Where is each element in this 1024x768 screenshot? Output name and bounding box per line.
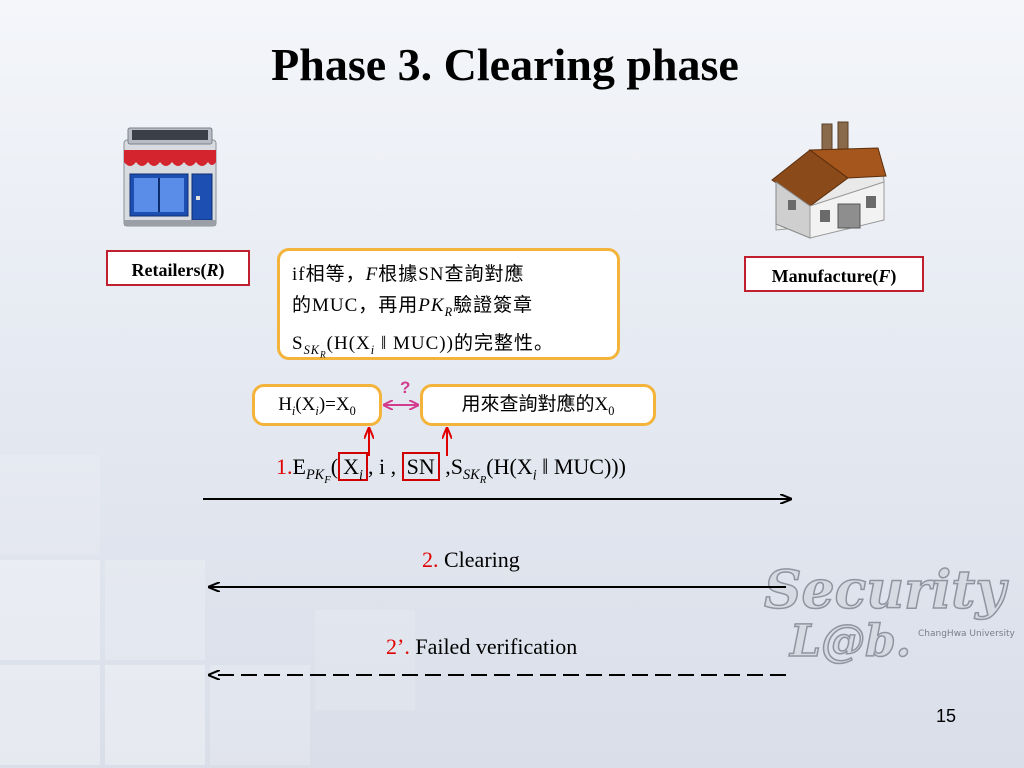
message-3: 2’. Failed verification [386,634,577,660]
note-line-2: 的MUC，再用PKR驗證簽章 [292,295,534,319]
page-title: Phase 3. Clearing phase [271,39,739,90]
message-3-number: 2’. [386,634,410,659]
retailer-label: Retailers(R) [106,250,250,286]
message-2-text: Clearing [444,547,520,572]
logo-subtext: ChangHwa University [918,629,1015,639]
message-1-number: 1. [276,454,293,479]
question-mark: ? [400,378,411,397]
logo-text-2: L@b. [788,616,911,666]
hash-box: Hi(Xi)=X0 [252,384,382,426]
verification-note: if相等，F根據SN查詢對應 的MUC，再用PKR驗證簽章 SSKR(H(Xi … [277,248,620,360]
note-line-3: SSKR(H(Xi ‖ MUC))的完整性。 [292,332,554,361]
page-number: 15 [936,706,957,726]
xi-highlight: Xi [338,452,368,483]
security-lab-logo: Security L@b. ChangHwa University [760,556,1024,671]
factory-icon [766,120,890,249]
message-3-text: Failed verification [415,634,578,659]
lookup-box: 用來查詢對應的X0 [420,384,656,426]
note-line-1: if相等，F根據SN查詢對應 [292,264,525,285]
manufacturer-label: Manufacture(F) [744,256,924,292]
store-icon [120,126,220,235]
message-1: 1.EPKF(Xi, i , SN ,SSKR(H(Xi ‖ MUC))) [276,452,626,487]
message-2-number: 2. [422,547,439,572]
sn-highlight: SN [401,452,440,481]
message-2: 2. Clearing [422,547,520,573]
logo-text-1: Security [764,560,1009,621]
